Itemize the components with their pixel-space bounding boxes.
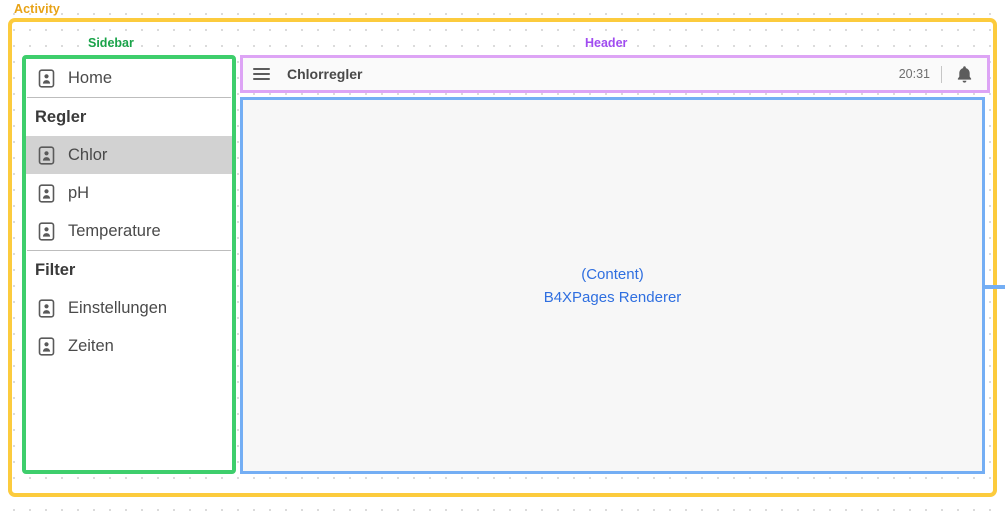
sidebar-item-chlor[interactable]: Chlor [26,136,232,174]
sidebar-item-einstellungen[interactable]: Einstellungen [26,289,232,327]
sidebar-item-ph[interactable]: pH [26,174,232,212]
sidebar-group-header-label: Regler [35,107,87,126]
content-area: (Content) B4XPages Renderer [240,97,985,474]
sidebar-item-label: Temperature [68,221,161,240]
page-title: Chlorregler [287,66,363,82]
sidebar-group-header-label: Filter [35,260,76,279]
content-leader-line [982,285,1005,289]
sidebar-item-home[interactable]: Home [26,59,232,97]
sidebar-item-temperature[interactable]: Temperature [26,212,232,250]
sidebar-item-label: pH [68,183,90,202]
sidebar-item-label: Chlor [68,145,108,164]
clock-label: 20:31 [898,67,930,81]
sidebar-separator [27,97,231,98]
sidebar-item-label: Zeiten [68,336,114,355]
header-divider [941,65,942,83]
sidebar-item-zeiten[interactable]: Zeiten [26,327,232,365]
header-annotation-label: Header [585,36,628,50]
content-label-line1: (Content) [581,265,644,283]
sidebar-group-header: Filter [26,251,232,289]
bell-icon[interactable] [956,65,973,84]
sidebar-separator [27,250,231,251]
sidebar-empty-space [26,365,232,470]
content-label-line2: B4XPages Renderer [543,288,682,306]
sidebar-item-label: Einstellungen [68,298,168,317]
activity-frame [8,18,997,497]
header-bar: Chlorregler 20:31 [240,55,990,93]
activity-annotation-label: Activity [14,2,60,16]
hamburger-icon[interactable] [253,67,270,81]
sidebar-group-header: Regler [26,98,232,136]
sidebar-annotation-label: Sidebar [88,36,134,50]
sidebar-item-label: Home [68,68,113,87]
